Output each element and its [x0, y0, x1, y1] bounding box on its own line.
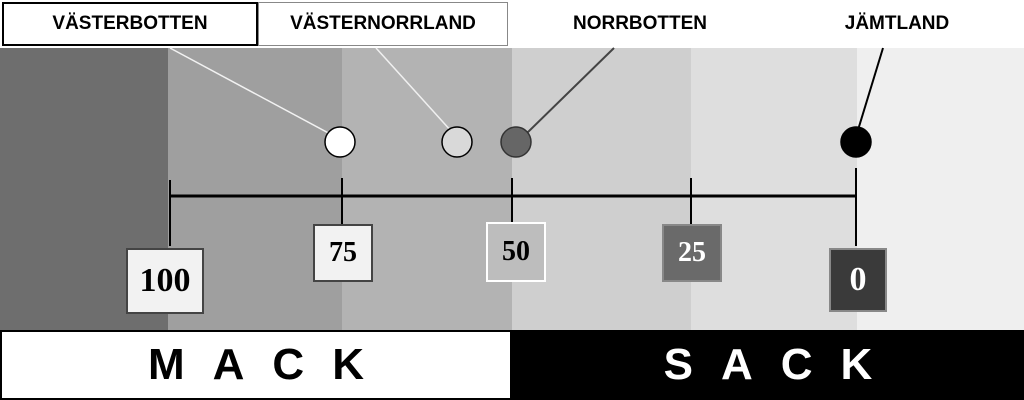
legend-norrbotten: NORRBOTTEN: [508, 2, 772, 46]
band-4: [512, 48, 691, 330]
legend-jamtland: JÄMTLAND: [772, 2, 1022, 46]
value-label: 50: [502, 236, 530, 267]
leader-vasternorrland: [375, 47, 453, 133]
value-label: 0: [849, 261, 867, 298]
value-box-100: 100: [126, 248, 204, 314]
marker-norrbotten: [500, 126, 532, 158]
legend-vasternorrland: VÄSTERNORRLAND: [258, 2, 508, 46]
legend-label: NORRBOTTEN: [572, 13, 708, 34]
legend-label: VÄSTERNORRLAND: [290, 13, 476, 34]
value-label: 100: [139, 262, 191, 299]
footer-mack: MACK: [0, 330, 512, 400]
value-box-25: 25: [662, 224, 722, 282]
leader-norrbotten: [525, 47, 615, 135]
footer-label: MACK: [148, 340, 392, 389]
value-label: 75: [329, 237, 357, 268]
legend-label: VÄSTERBOTTEN: [52, 13, 208, 34]
legend-label: JÄMTLAND: [844, 13, 950, 34]
band-3: [342, 48, 512, 330]
marker-vasternorrland: [441, 126, 473, 158]
marker-jamtland: [840, 126, 872, 158]
value-box-0: 0: [829, 248, 887, 312]
marker-vasterbotten: [324, 126, 356, 158]
footer-sack: SACK: [512, 330, 1024, 400]
leader-vasterbotten: [169, 47, 335, 137]
legend-vasterbotten: VÄSTERBOTTEN: [2, 2, 258, 46]
value-label: 25: [678, 237, 706, 268]
value-box-50: 50: [486, 222, 546, 282]
value-box-75: 75: [313, 224, 373, 282]
leader-jamtland: [857, 47, 884, 131]
footer-label: SACK: [663, 340, 901, 389]
